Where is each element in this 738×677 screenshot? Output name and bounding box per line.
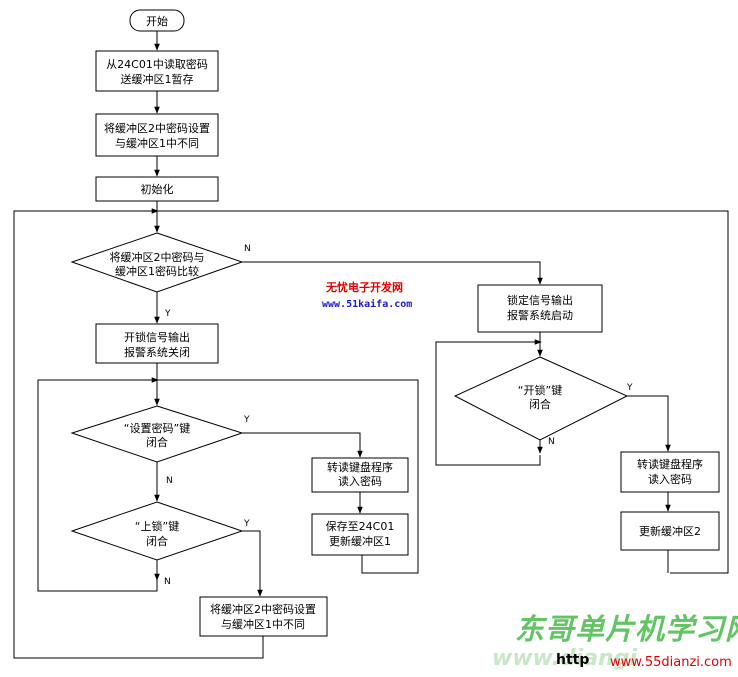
set-password-key-line1: “设置密码”键	[124, 421, 190, 435]
read-keyboard-right-box	[620, 451, 720, 493]
update-buffer2-box	[620, 511, 720, 551]
save-box	[311, 513, 409, 556]
compare-decision	[70, 232, 244, 293]
read-password-box	[95, 50, 219, 92]
lock-key-line1: “上锁”键	[135, 519, 179, 533]
arrow-compare-no	[242, 261, 543, 285]
set-buffer-top-line2: 与缓冲区1中不同	[115, 136, 199, 150]
start-terminal	[129, 9, 185, 32]
read-keyboard-right-line1: 转读键盘程序	[637, 457, 703, 471]
set-buffer-bottom-line2: 与缓冲区1中不同	[221, 617, 305, 631]
update-buffer2-label: 更新缓冲区2	[639, 524, 701, 538]
unlock-output-line1: 开锁信号输出	[124, 330, 190, 344]
set-buffer-bottom-box	[199, 596, 328, 637]
compare-line2: 缓冲区1密码比较	[115, 264, 199, 278]
read-keyboard-left-box	[311, 457, 409, 493]
label-openkey-yes: Y	[626, 383, 633, 393]
label-lockkey-no: N	[164, 577, 171, 587]
label-compare-yes: Y	[164, 309, 171, 319]
lock-output-line2: 报警系统启动	[507, 308, 573, 322]
unlock-output-line2: 报警系统关闭	[124, 345, 190, 359]
read-password-line1: 从24C01中读取密码	[106, 57, 208, 71]
brand-url-prefix: http	[556, 652, 590, 668]
brand-logo-text: 东哥单片机学习网	[515, 612, 738, 646]
save-line1: 保存至24C01	[326, 519, 395, 533]
start-label: 开始	[146, 14, 168, 28]
open-key-decision	[453, 356, 629, 441]
read-keyboard-left-line2: 读入密码	[338, 474, 382, 488]
set-buffer-top-line1: 将缓冲区2中密码设置	[104, 121, 210, 135]
lock-key-decision	[70, 501, 244, 561]
read-password-line2: 送缓冲区1暂存	[121, 72, 194, 86]
set-password-key-line2: 闭合	[146, 435, 168, 449]
lock-output-line1: 锁定信号输出	[507, 293, 573, 307]
label-lockkey-yes: Y	[243, 519, 250, 529]
brand-site-url[interactable]: www.55dianzi.com	[610, 655, 732, 670]
set-password-key-decision	[70, 405, 244, 463]
arrow-lockkey-yes	[242, 530, 263, 597]
read-keyboard-left-line1: 转读键盘程序	[327, 460, 393, 474]
save-line2: 更新缓冲区1	[329, 534, 391, 548]
label-setkey-yes: Y	[243, 415, 250, 425]
main-loop-line	[13, 210, 729, 659]
connectors	[13, 31, 729, 659]
arrow-openkey-yes	[627, 395, 671, 452]
arrow-setkey-yes	[242, 432, 363, 458]
read-keyboard-right-line2: 读入密码	[648, 472, 692, 486]
watermark-cn: 无忧电子开发网	[325, 280, 403, 294]
set-buffer-bottom-line1: 将缓冲区2中密码设置	[210, 602, 316, 616]
watermark-url: www.51kaifa.com	[322, 298, 412, 310]
set-buffer-top-box	[95, 113, 219, 157]
lock-key-line2: 闭合	[146, 534, 168, 548]
label-compare-no: N	[244, 244, 251, 254]
brand-faded-url: www.diangi	[492, 646, 638, 671]
compare-line1: 将缓冲区2中密码与	[110, 250, 205, 264]
open-key-line2: 闭合	[529, 397, 551, 411]
lock-output-box	[477, 284, 603, 333]
label-setkey-no: N	[166, 476, 173, 486]
init-label: 初始化	[141, 182, 174, 196]
open-key-line1: “开锁”键	[518, 383, 562, 397]
init-box	[95, 176, 219, 202]
inner-loop-line	[37, 379, 419, 592]
label-openkey-no: N	[548, 437, 555, 447]
unlock-output-box	[95, 323, 219, 364]
